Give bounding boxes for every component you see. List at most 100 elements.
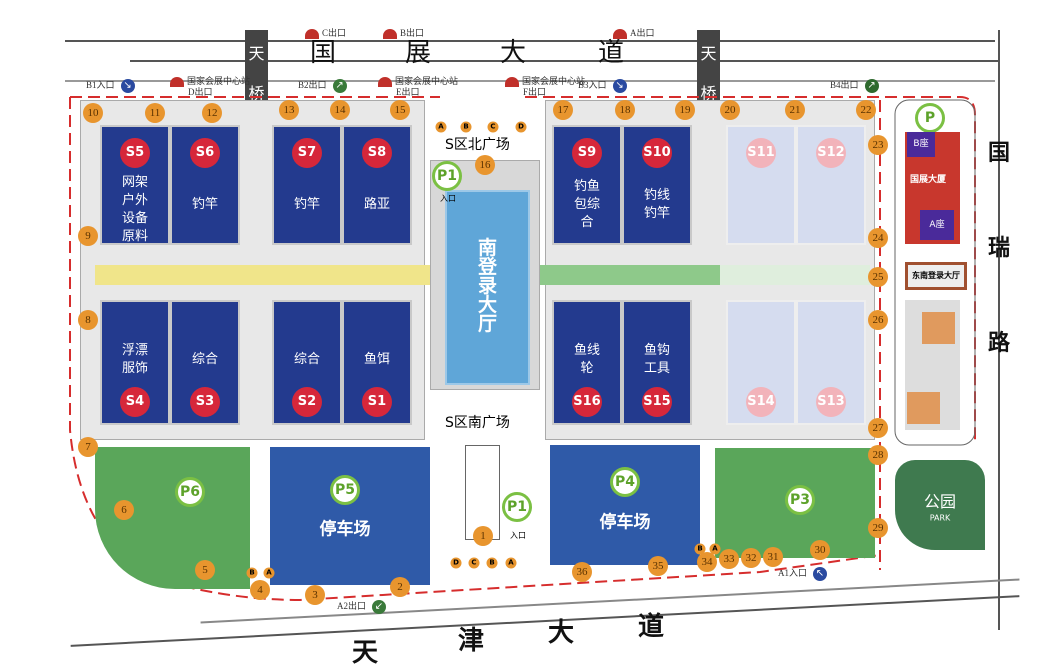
exit-b2[interactable]: B2出口↗ bbox=[298, 78, 347, 93]
hall-s15[interactable] bbox=[622, 300, 692, 425]
location-marker[interactable]: 17 bbox=[553, 100, 573, 120]
gate-marker[interactable]: D bbox=[450, 557, 462, 569]
metro-icon bbox=[305, 28, 319, 39]
location-marker[interactable]: 8 bbox=[78, 310, 98, 330]
exit-label: B3入口 bbox=[578, 80, 607, 90]
gate-marker[interactable]: A bbox=[435, 121, 447, 133]
location-marker[interactable]: 15 bbox=[390, 100, 410, 120]
hall-s9[interactable] bbox=[552, 125, 622, 245]
gate-marker[interactable]: A bbox=[709, 543, 721, 555]
location-marker[interactable]: 10 bbox=[83, 103, 103, 123]
location-marker[interactable]: 24 bbox=[868, 228, 888, 248]
road-name-char: 路 bbox=[988, 331, 1011, 356]
hall-category: 钓鱼包综合 bbox=[573, 179, 600, 230]
location-marker[interactable]: 1 bbox=[473, 526, 493, 546]
hall-id-label: S13 bbox=[816, 387, 846, 417]
exit-label: B1入口 bbox=[86, 80, 115, 90]
gate-marker[interactable]: A bbox=[505, 557, 517, 569]
exit-a2[interactable]: A2出口↙ bbox=[337, 599, 386, 614]
location-marker[interactable]: 26 bbox=[868, 310, 888, 330]
metro-icon bbox=[378, 76, 392, 87]
hall-id-label: S1 bbox=[362, 387, 392, 417]
location-marker[interactable]: 18 bbox=[615, 100, 635, 120]
location-marker[interactable]: 14 bbox=[330, 100, 350, 120]
location-marker[interactable]: 23 bbox=[868, 135, 888, 155]
hall-category: 鱼钩工具 bbox=[643, 343, 670, 376]
location-marker[interactable]: 20 bbox=[720, 100, 740, 120]
location-marker[interactable]: 33 bbox=[719, 549, 739, 569]
hall-category: 浮漂服饰 bbox=[121, 343, 148, 376]
location-marker[interactable]: 9 bbox=[78, 226, 98, 246]
gate-marker[interactable]: B bbox=[486, 557, 498, 569]
hall-id-label: S2 bbox=[292, 387, 322, 417]
location-marker[interactable]: 11 bbox=[145, 103, 165, 123]
exit-label: F出口 bbox=[523, 86, 547, 97]
location-marker[interactable]: 16 bbox=[475, 155, 495, 175]
exit-b1[interactable]: B1入口↘ bbox=[86, 78, 135, 93]
parking-p5-icon: P5 bbox=[330, 475, 360, 505]
metro-icon bbox=[505, 76, 519, 87]
hall-id-label: S14 bbox=[746, 387, 776, 417]
metro-exit-b[interactable]: B出口 bbox=[383, 26, 424, 39]
southeast-entrance-hall[interactable]: 东南登录大厅 bbox=[905, 262, 967, 290]
parking-p6-icon: P6 bbox=[175, 477, 205, 507]
parking-p4[interactable] bbox=[550, 445, 700, 565]
location-marker[interactable]: 21 bbox=[785, 100, 805, 120]
gate-marker[interactable]: A bbox=[263, 567, 275, 579]
location-marker[interactable]: 2 bbox=[390, 577, 410, 597]
metro-exit-a[interactable]: A出口 bbox=[613, 26, 655, 39]
location-marker[interactable]: 25 bbox=[868, 267, 888, 287]
south-entrance-hall[interactable] bbox=[445, 190, 530, 385]
corridor-faded bbox=[720, 265, 870, 285]
location-marker[interactable]: 30 bbox=[810, 540, 830, 560]
exit-a1[interactable]: A1入口↖ bbox=[778, 566, 827, 581]
bridge-label: 桥 bbox=[700, 84, 717, 103]
parking-p1-icon: P1 bbox=[502, 492, 532, 522]
location-marker[interactable]: 4 bbox=[250, 580, 270, 600]
metro-exit-c[interactable]: C出口 bbox=[305, 26, 346, 39]
location-marker[interactable]: 27 bbox=[868, 418, 888, 438]
parking-p5[interactable] bbox=[270, 447, 430, 585]
hall-s13[interactable] bbox=[796, 300, 866, 425]
location-marker[interactable]: 3 bbox=[305, 585, 325, 605]
location-marker[interactable]: 6 bbox=[114, 500, 134, 520]
exit-label: A2出口 bbox=[337, 601, 366, 611]
hall-id-label: S16 bbox=[572, 387, 602, 417]
station-name: 国家会展中心站 bbox=[395, 76, 459, 86]
location-marker[interactable]: 31 bbox=[763, 547, 783, 567]
location-marker[interactable]: 12 bbox=[202, 103, 222, 123]
road-name-char: 瑞 bbox=[988, 236, 1011, 261]
location-marker[interactable]: 22 bbox=[856, 100, 876, 120]
gate-marker[interactable]: B bbox=[246, 567, 258, 579]
location-marker[interactable]: 7 bbox=[78, 437, 98, 457]
gate-marker[interactable]: C bbox=[468, 557, 480, 569]
location-marker[interactable]: 36 bbox=[572, 562, 592, 582]
location-marker[interactable]: 29 bbox=[868, 518, 888, 538]
location-marker[interactable]: 19 bbox=[675, 100, 695, 120]
corridor-yellow bbox=[95, 265, 430, 285]
hall-category: 钓线钓竿 bbox=[643, 188, 670, 221]
location-marker[interactable]: 13 bbox=[279, 100, 299, 120]
location-marker[interactable]: 5 bbox=[195, 560, 215, 580]
parking-p3-icon: P3 bbox=[785, 485, 815, 515]
location-marker[interactable]: 32 bbox=[741, 548, 761, 568]
hall-id-label: S5 bbox=[120, 138, 150, 168]
bridge-label: 天 bbox=[700, 44, 717, 63]
location-marker[interactable]: 34 bbox=[697, 552, 717, 572]
exit-b3[interactable]: B3入口↘ bbox=[578, 78, 627, 93]
gate-marker[interactable]: B bbox=[460, 121, 472, 133]
exit-b4[interactable]: B4出口↗ bbox=[830, 78, 879, 93]
gate-marker[interactable]: D bbox=[515, 121, 527, 133]
gate-marker[interactable]: B bbox=[694, 543, 706, 555]
location-marker[interactable]: 35 bbox=[648, 556, 668, 576]
gate-marker[interactable]: C bbox=[487, 121, 499, 133]
hall-id-label: S4 bbox=[120, 387, 150, 417]
tower-name: 国展大厦 bbox=[910, 175, 947, 185]
road-name-char: 国 bbox=[988, 141, 1011, 166]
bridge-label: 天 bbox=[248, 44, 265, 63]
location-marker[interactable]: 28 bbox=[868, 445, 888, 465]
